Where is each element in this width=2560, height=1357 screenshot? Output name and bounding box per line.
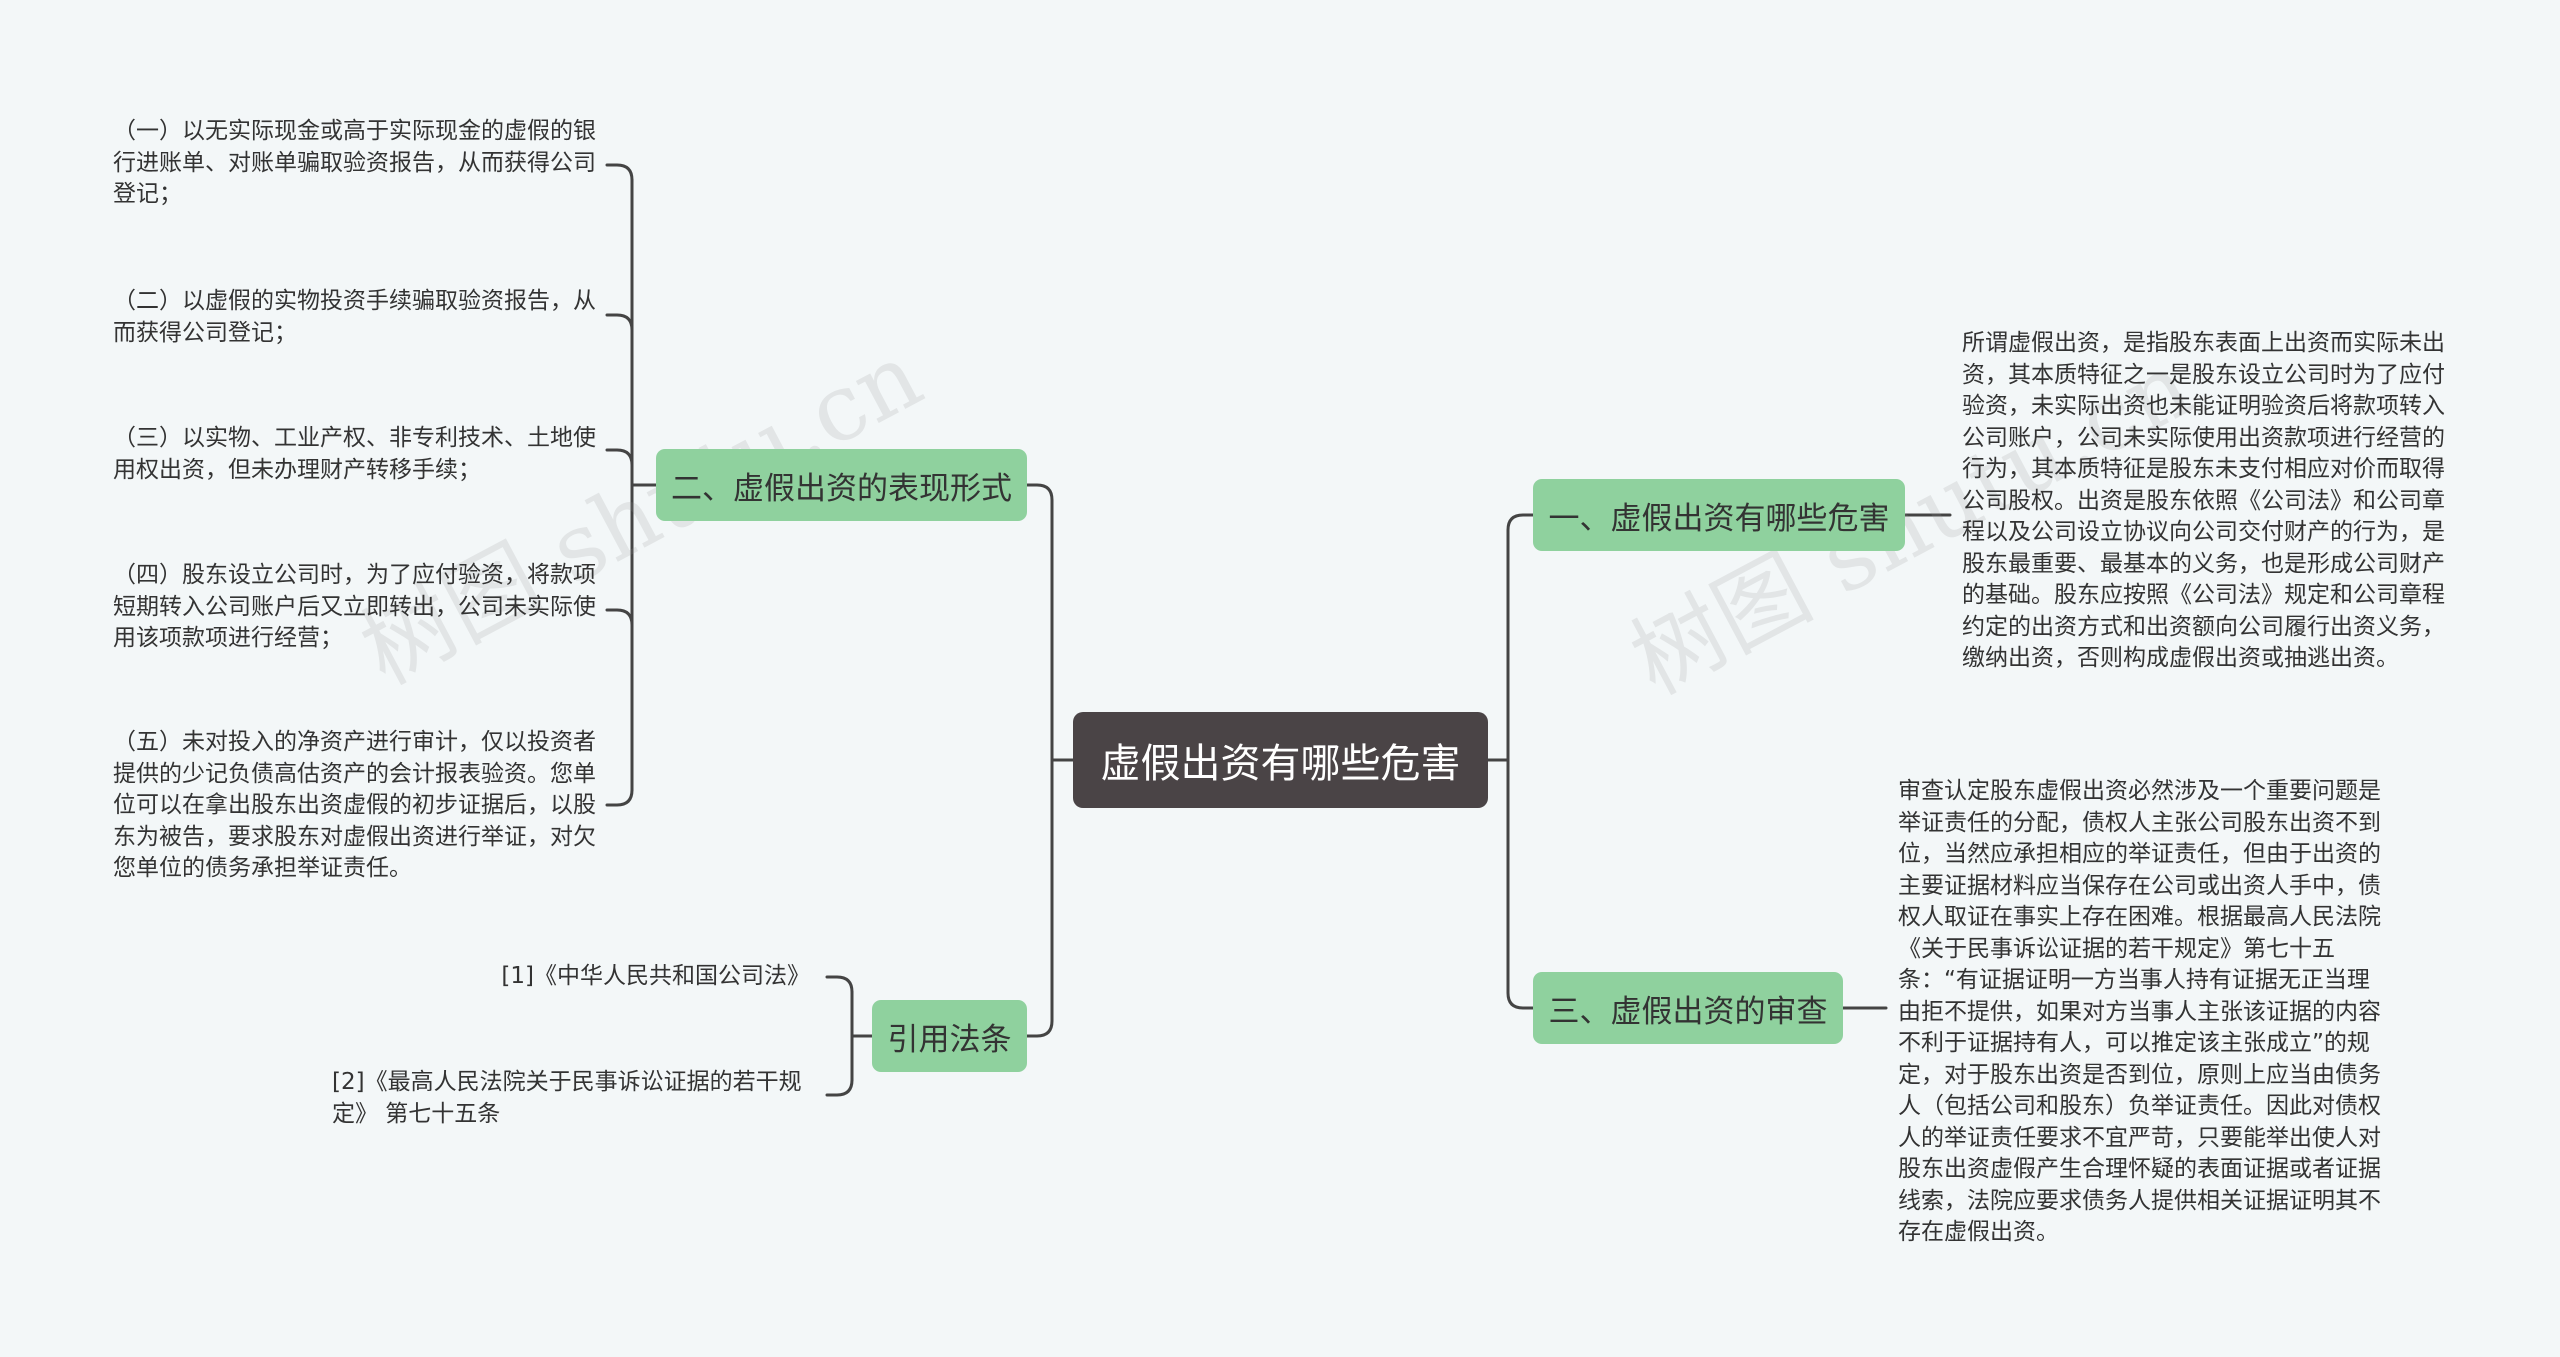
leaf-form-5: （五）未对投入的净资产进行审计，仅以投资者提供的少记负债高估资产的会计报表验资。…: [113, 729, 596, 881]
leaf-review-text: 审查认定股东虚假出资必然涉及一个重要问题是举证责任的分配，债权人主张公司股东出资…: [1898, 778, 2381, 1245]
branch-cited-laws[interactable]: 引用法条: [872, 1000, 1027, 1072]
branch-review[interactable]: 三、虚假出资的审查: [1533, 972, 1843, 1044]
branch-harm[interactable]: 一、虚假出资有哪些危害: [1533, 479, 1905, 551]
edge-b2-leaf1: [605, 163, 634, 182]
edge-b2-leaf3: [605, 448, 634, 467]
edge-b4-leaf2: [825, 1078, 854, 1097]
branch-forms[interactable]: 二、虚假出资的表现形式: [656, 449, 1027, 521]
edge-root-b3: [1506, 758, 1535, 1010]
edge-root-b1: [1486, 513, 1535, 762]
root-node[interactable]: 虚假出资有哪些危害: [1073, 712, 1488, 808]
leaf-form-4: （四）股东设立公司时，为了应付验资，将款项短期转入公司账户后又立即转出，公司未实…: [113, 562, 596, 651]
edge-b2-leaf5: [605, 788, 634, 807]
edge-b2-leaf2: [605, 313, 634, 332]
leaf-form-1: （一）以无实际现金或高于实际现金的虚假的银行进账单、对账单骗取验资报告，从而获得…: [113, 118, 596, 207]
leaf-form-3: （三）以实物、工业产权、非专利技术、土地使用权出资，但未办理财产转移手续；: [113, 425, 596, 483]
edge-root-b2: [1025, 483, 1075, 762]
leaf-form-2: （二）以虚假的实物投资手续骗取验资报告，从而获得公司登记；: [113, 288, 596, 346]
edge-b4-leaf1: [825, 975, 854, 994]
leaf-law-1: [1]《中华人民共和国公司法》: [501, 963, 810, 989]
leaf-harm-text: 所谓虚假出资，是指股东表面上出资而实际未出资，其本质特征之一是股东设立公司时为了…: [1962, 330, 2445, 671]
edge-root-b4: [1025, 758, 1054, 1038]
edge-b2-leaf4: [605, 608, 634, 627]
leaf-law-2: [2]《最高人民法院关于民事诉讼证据的若干规定》 第七十五条: [332, 1069, 802, 1127]
